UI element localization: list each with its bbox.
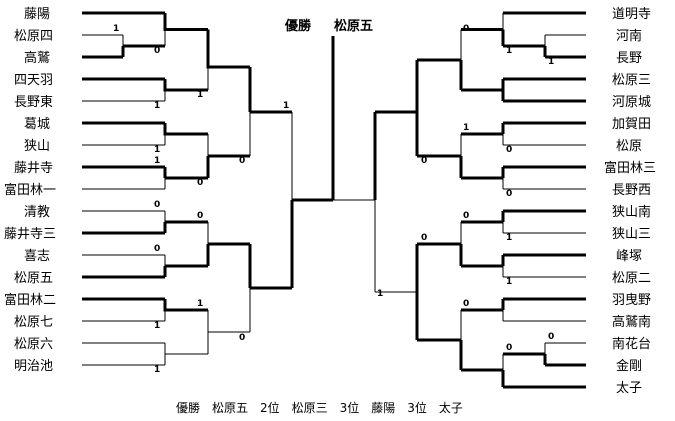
team-left-4: 四天羽 [14,73,53,88]
right-scores: 0 1 1 1 0 0 0 0 1 0 1 0 0 0 1 [377,24,554,353]
team-right-14: 羽曳野 [612,293,651,308]
team-right-8: 富田林三 [604,160,656,176]
team-right-7: 松原 [616,139,642,154]
team-right-10: 狭山南 [612,204,651,220]
score: 0 [506,145,512,155]
score: 1 [154,145,160,155]
score: 1 [283,101,289,111]
team-left-17: 明治池 [14,359,53,374]
score: 1 [154,101,160,111]
score: 0 [239,156,245,166]
team-left-10: 清教 [24,204,50,220]
score: 0 [154,200,160,210]
score: 0 [463,299,469,309]
score: 0 [506,343,512,353]
team-left-12: 喜志 [24,249,50,264]
team-left-7: 狭山 [24,139,50,154]
score: 1 [463,123,469,133]
team-right-5: 河原城 [612,95,651,110]
score: 1 [197,299,203,309]
score: 1 [154,156,160,166]
team-right-12: 峰塚 [616,249,642,264]
score: 0 [197,178,203,188]
team-left-3: 高鷲 [24,50,50,66]
score: 1 [506,277,512,287]
team-right-3: 長野 [616,51,642,66]
score: 0 [197,211,203,221]
left-bracket-lines [82,11,333,366]
champion-label: 優勝 [284,18,312,34]
score: 0 [154,244,160,254]
team-right-16: 南花台 [612,336,651,352]
score: 1 [154,365,160,375]
right-team-list: 道明寺 河南 長野 松原三 河原城 加賀田 松原 富田林三 長野西 狭山南 狭山… [604,7,656,396]
score: 0 [421,233,427,243]
team-left-1: 藤陽 [24,7,50,22]
team-right-18: 太子 [616,381,642,396]
score: 0 [154,46,160,56]
team-left-8: 藤井寺 [14,161,53,176]
results-summary: 優勝 松原五 2位 松原三 3位 藤陽 3位 太子 [176,400,463,415]
score: 0 [463,24,469,34]
score: 1 [548,57,554,67]
score: 1 [197,90,203,100]
team-left-13: 松原五 [14,271,53,286]
score: 1 [113,24,119,34]
team-right-6: 加賀田 [612,117,651,132]
team-left-2: 松原四 [14,29,53,44]
score: 0 [548,332,554,342]
score: 1 [506,46,512,56]
left-team-list: 藤陽 松原四 高鷲 四天羽 長野東 葛城 狭山 藤井寺 富田林一 清教 藤井寺三… [4,7,56,374]
team-left-11: 藤井寺三 [4,227,56,242]
left-scores: 1 0 1 1 1 0 1 0 1 1 0 0 1 0 0 1 [113,24,289,375]
score: 1 [506,233,512,243]
team-right-13: 松原二 [612,271,651,286]
right-bracket-lines [373,11,586,389]
team-right-1: 道明寺 [612,7,651,22]
champion-name: 松原五 [334,18,373,34]
score: 1 [377,289,383,299]
team-right-17: 金剛 [616,358,642,374]
score: 0 [421,156,427,166]
score: 0 [239,333,245,343]
team-right-4: 松原三 [612,73,651,88]
final-lines [331,36,375,201]
team-left-5: 長野東 [14,94,53,110]
team-left-9: 富田林一 [4,182,56,198]
score: 0 [463,211,469,221]
team-right-11: 狭山三 [612,227,651,242]
score: 1 [154,321,160,331]
team-left-16: 松原六 [14,337,53,352]
team-right-9: 長野西 [612,183,651,198]
team-right-2: 河南 [616,28,642,44]
team-left-15: 松原七 [14,315,53,330]
team-left-14: 富田林二 [4,292,56,308]
team-right-15: 高鷲南 [612,314,651,330]
team-left-6: 葛城 [24,117,50,132]
score: 0 [506,189,512,199]
